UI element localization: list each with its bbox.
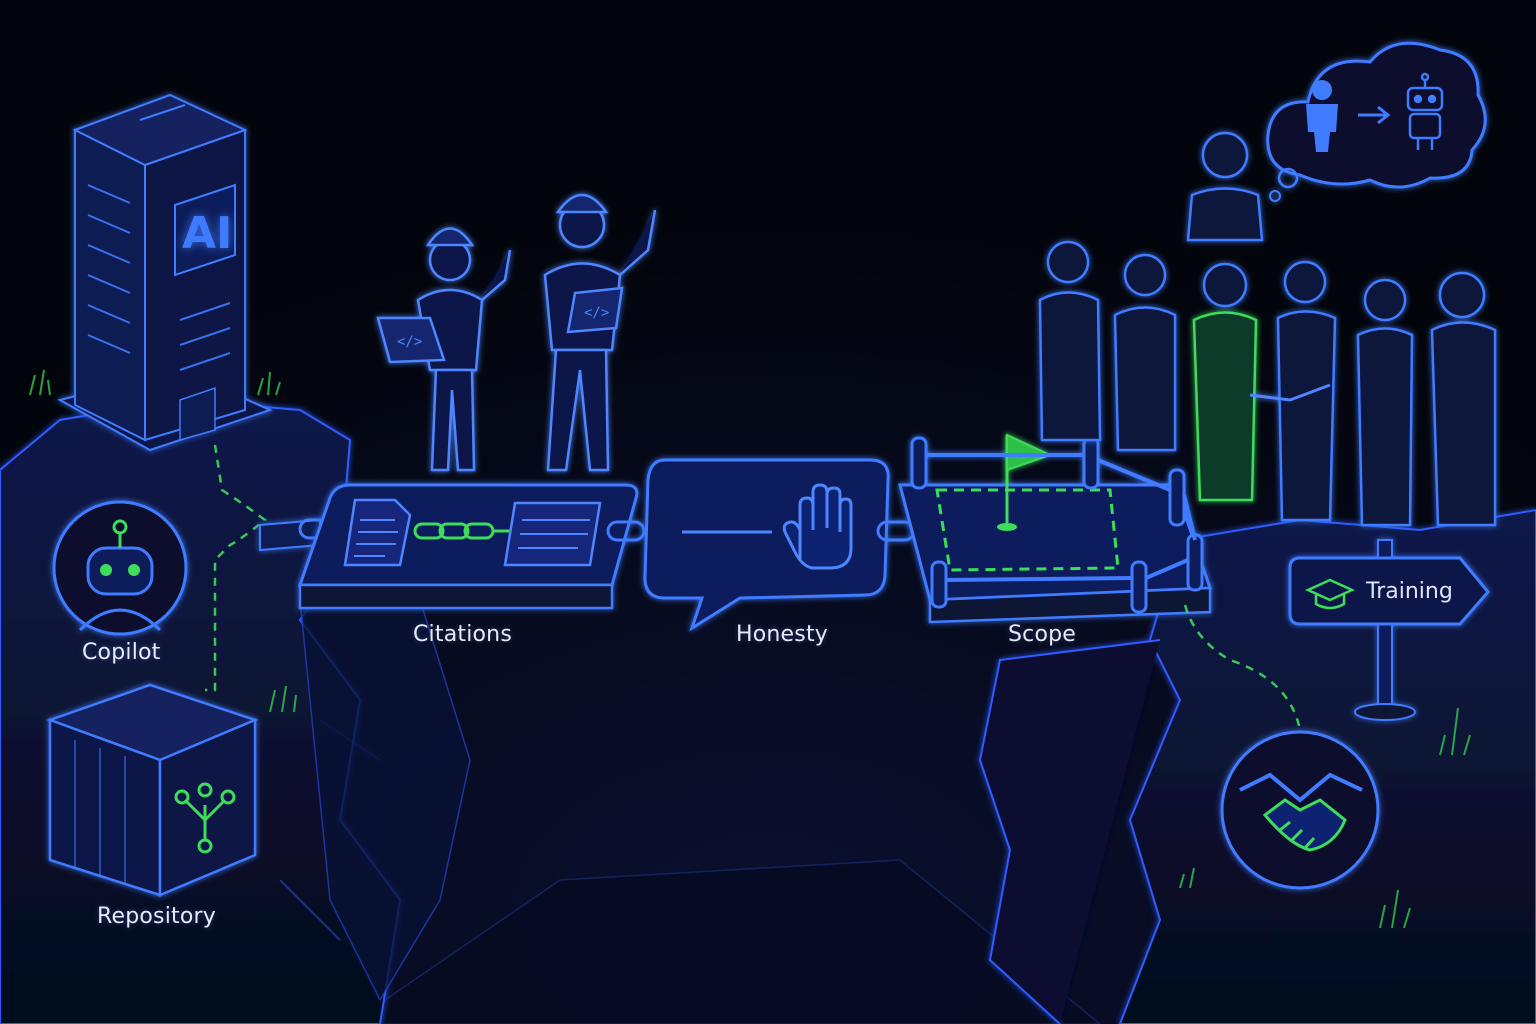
- handshake-badge: [1220, 730, 1380, 890]
- svg-text:</>: </>: [397, 334, 422, 350]
- ai-server-tower: [57, 93, 273, 452]
- thought-cloud: [1266, 41, 1487, 202]
- graduation-cap-icon: [1304, 578, 1356, 610]
- honesty-bubble: [643, 458, 916, 632]
- copilot-label: Copilot: [82, 640, 161, 665]
- engineer-left: </>: [376, 227, 512, 472]
- hand-stop-icon: [782, 483, 853, 570]
- grass-tufts: [29, 369, 1471, 929]
- copilot-badge: [52, 500, 188, 636]
- chasm-floor: [348, 859, 1102, 1024]
- citations-label: Citations: [413, 622, 512, 647]
- svg-text:</>: </>: [584, 305, 609, 321]
- stakeholder-group: [1038, 131, 1497, 527]
- training-signpost: [1288, 539, 1490, 721]
- scope-label: Scope: [1008, 622, 1077, 647]
- repository-crate: [46, 683, 259, 897]
- person-icon: [1306, 80, 1338, 152]
- scope-boundary: [935, 488, 1120, 572]
- engineer-right: </>: [543, 193, 657, 472]
- flag-icon: [997, 433, 1053, 531]
- ai-badge-text: AI: [182, 208, 233, 259]
- training-sign-label: Training: [1366, 579, 1453, 604]
- arrow-icon: [1358, 105, 1391, 125]
- path-dashed-left: [205, 444, 268, 692]
- robot-icon: [1406, 72, 1444, 150]
- path-dashed-right: [1183, 604, 1302, 731]
- scope-slab: [898, 433, 1213, 624]
- repository-label: Repository: [97, 904, 216, 929]
- honesty-label: Honesty: [736, 622, 828, 647]
- citations-slab: [297, 483, 646, 610]
